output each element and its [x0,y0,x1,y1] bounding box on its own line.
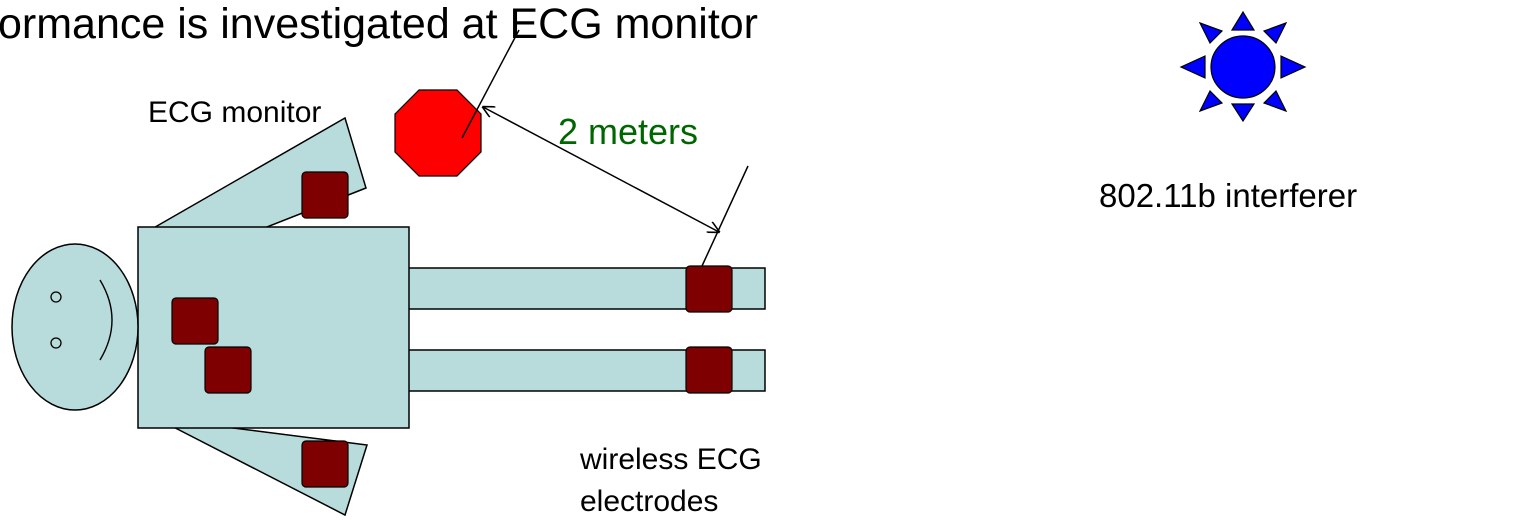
left-eye [50,291,62,303]
electrode-chest-1 [171,297,219,345]
electrode-leg-lower [685,346,733,394]
electrode-callout-line [701,165,749,267]
electrodes [171,171,733,488]
slide-title: ormance is investigated at ECG monitor [0,0,758,48]
sun-icon [1179,10,1307,123]
electrodes-label-line2: electrodes [580,485,718,518]
distance-arrow [483,107,719,232]
distance-label: 2 meters [558,111,698,152]
mouth [99,279,113,361]
electrode-chest-2 [204,346,252,394]
interferer-label: 802.11b interferer [1099,177,1357,214]
right-eye [50,337,62,349]
electrode-arm-upper [301,171,349,219]
electrode-leg-upper [685,265,733,313]
electrodes-label-line1: wireless ECG [579,443,762,476]
octagon-icon [394,89,482,177]
head [11,243,139,411]
title-callout-line [461,29,520,139]
electrode-arm-lower [301,440,349,488]
ecg-monitor-label: ECG monitor [148,96,321,129]
